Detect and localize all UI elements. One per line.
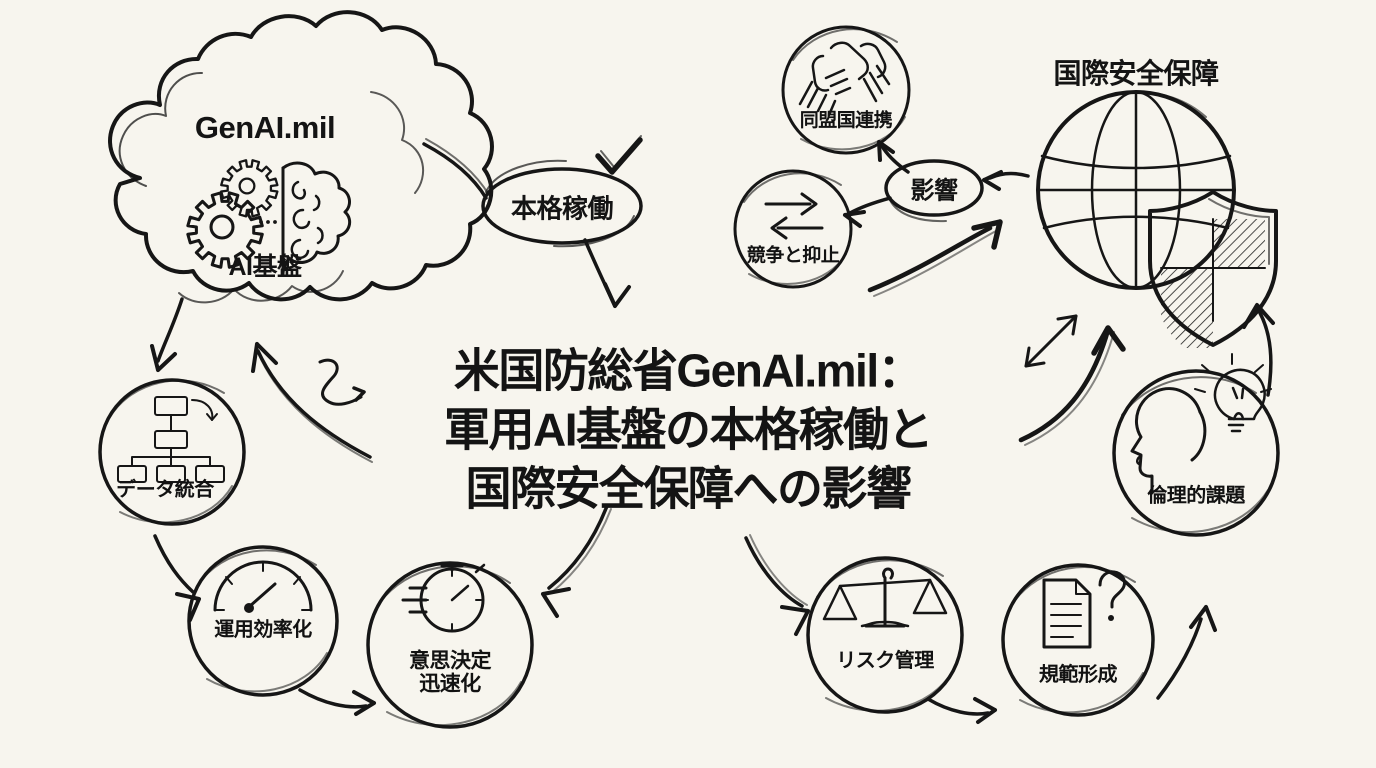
arrow-cloud-to-data [150, 297, 184, 372]
globe-shield-icon [1036, 90, 1278, 348]
node-operational-efficiency-label[interactable]: 運用効率化 [214, 619, 312, 642]
node-competition-deterrence-shape[interactable] [733, 169, 853, 289]
page-title-line3: 国際安全保障への影響 [465, 462, 913, 515]
node-allied-cooperation-shape[interactable] [781, 25, 911, 155]
arrow-up-to-cloud [251, 342, 373, 463]
node-data-integration-label[interactable]: データ統合 [116, 479, 214, 502]
node-ethical-issues-label[interactable]: 倫理的課題 [1147, 485, 1245, 508]
page-title: 米国防総省GenAI.mil： 軍用AI基盤の本格稼働と 国際安全保障への影響 [358, 342, 1018, 519]
arrow-competition-to-globe [867, 219, 1003, 297]
check-mark-icon [595, 135, 643, 175]
arrow-impact-to-competition [843, 196, 892, 228]
arrow-norm-to-ethics [1156, 605, 1217, 700]
cloud-subtitle: AI基盤 [228, 253, 302, 281]
arrow-globe-to-impact [982, 170, 1030, 191]
gauge-icon [213, 560, 313, 613]
node-ethical-issues-shape[interactable] [1112, 353, 1280, 537]
node-risk-management-shape[interactable] [806, 556, 964, 714]
arrow-center-to-globe [1018, 325, 1126, 446]
arrow-efficiency-to-decision [298, 688, 376, 716]
node-allied-cooperation-label[interactable]: 同盟国連携 [799, 110, 893, 132]
arrow-pill-to-headline [583, 238, 631, 308]
document-question-icon [1042, 570, 1126, 649]
scales-icon [822, 567, 948, 628]
arrow-headline-to-decision [541, 504, 612, 618]
two-way-arrows-icon [764, 192, 824, 240]
cloud-title: GenAI.mil [194, 110, 336, 145]
international-security-heading: 国際安全保障 [1053, 58, 1219, 89]
node-norm-formation-label[interactable]: 規範形成 [1039, 664, 1118, 687]
arrow-impact-to-alliance [877, 140, 910, 174]
node-decision-speed-label[interactable]: 意思決定 迅速化 [409, 649, 492, 695]
node-norm-formation-shape[interactable] [1001, 563, 1155, 717]
arrow-ethics-to-globe [1242, 303, 1275, 397]
arrow-data-to-efficiency [153, 534, 201, 622]
stopwatch-icon [401, 563, 486, 633]
handshake-icon [798, 41, 891, 117]
page-title-line1: 米国防総省GenAI.mil： [453, 344, 924, 397]
org-hierarchy-icon [117, 396, 225, 483]
arrow-headline-to-risk [744, 534, 810, 636]
full-operation-pill-label[interactable]: 本格稼働 [510, 193, 614, 224]
node-decision-speed-shape[interactable] [366, 561, 534, 729]
page-title-line2: 軍用AI基盤の本格稼働と [444, 403, 934, 456]
node-competition-deterrence-label[interactable]: 競争と抑止 [746, 245, 840, 267]
double-headed-arrow [1024, 314, 1078, 368]
impact-pill-label[interactable]: 影響 [910, 177, 959, 205]
arrow-risk-to-norm [926, 697, 997, 724]
node-risk-management-label[interactable]: リスク管理 [836, 650, 934, 673]
node-data-integration-shape[interactable] [98, 378, 246, 526]
arrow-cloud-to-pill [422, 138, 490, 200]
head-lightbulb-icon [1130, 353, 1272, 495]
